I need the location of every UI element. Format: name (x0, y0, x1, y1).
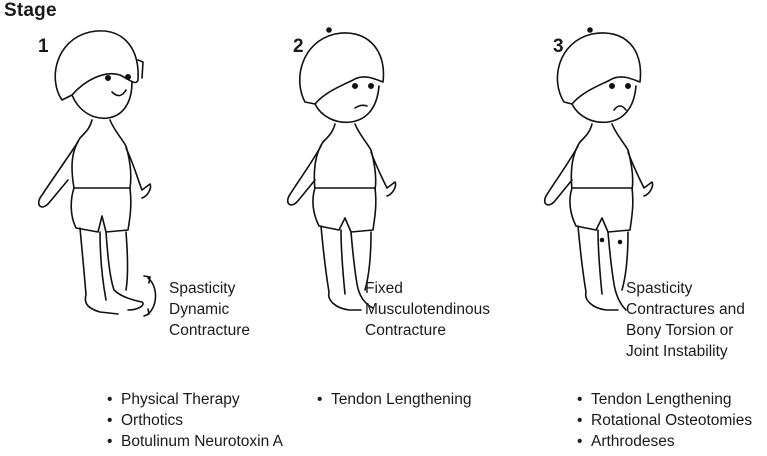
stage-1-treatment-list: Physical Therapy Orthotics Botulinum Neu… (107, 389, 283, 452)
stage-3-description-line: Contractures and (626, 301, 745, 318)
stage-3-treatment-item: Arthrodeses (577, 431, 752, 452)
stage-2-description-line: Fixed (365, 280, 403, 297)
stage-2-description: Fixed Musculotendinous Contracture (365, 278, 490, 341)
stage-3-description-line: Bony Torsion or (626, 322, 734, 339)
stage-3-treatment-item: Rotational Osteotomies (577, 410, 752, 431)
stage-2-treatment-list: Tendon Lengthening (317, 389, 472, 410)
stage-2-treatment-item: Tendon Lengthening (317, 389, 472, 410)
stage-1-description-line: Contracture (169, 322, 250, 339)
stage-2-number: 2 (293, 36, 304, 57)
stage-3-description: Spasticity Contractures and Bony Torsion… (626, 278, 745, 362)
stage-2-child-figure (265, 20, 435, 325)
stage-3-number: 3 (553, 36, 564, 57)
stage-3-treatment-item: Tendon Lengthening (577, 389, 752, 410)
stage-1-treatment-item: Botulinum Neurotoxin A (107, 431, 283, 452)
stage-1-treatment-item: Physical Therapy (107, 389, 283, 410)
stage-3-description-line: Spasticity (626, 280, 693, 297)
stage-1-child-figure (10, 20, 180, 325)
stage-1-description-line: Dynamic (169, 301, 230, 318)
stage-2-description-line: Contracture (365, 322, 446, 339)
stage-1-description-line: Spasticity (169, 280, 236, 297)
stage-3-treatment-list: Tendon Lengthening Rotational Osteotomie… (577, 389, 752, 452)
stage-1-number: 1 (38, 36, 49, 57)
stage-2-description-line: Musculotendinous (365, 301, 490, 318)
stage-1-description: Spasticity Dynamic Contracture (169, 278, 250, 341)
stage-1-treatment-item: Orthotics (107, 410, 283, 431)
stage-3-child-figure (520, 20, 690, 325)
diagram-title: Stage (4, 0, 57, 21)
stage-3-description-line: Joint Instability (626, 343, 728, 360)
